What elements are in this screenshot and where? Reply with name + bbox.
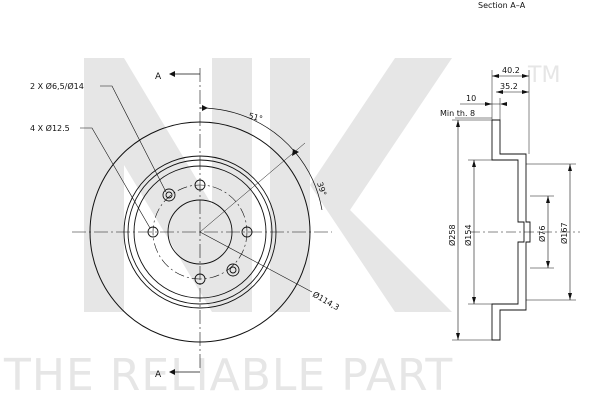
front-view (72, 68, 332, 375)
callout-holes-inner: 4 X Ø12.5 (30, 123, 70, 133)
screw-hole-1 (165, 191, 173, 199)
dim-label-outer-diameter: Ø258 (447, 224, 457, 246)
leader-pcd (199, 231, 313, 293)
dim-label-center-bore: Ø76 (537, 226, 547, 242)
section-view (452, 70, 580, 341)
dim-label-hub-diameter: Ø167 (559, 222, 569, 244)
pcd-label: Ø114,3 (311, 289, 341, 312)
screw-hole-2 (229, 266, 237, 274)
disc-outer-edge (89, 121, 311, 343)
angle-ray (199, 142, 306, 233)
screw-hole-counterbore-2 (226, 263, 240, 277)
hat-step (133, 165, 267, 299)
hat-outer (127, 159, 273, 305)
dim-label-disc-thickness: 10 (466, 94, 476, 103)
bolt-hole-right (241, 226, 253, 238)
friction-ring-inner (123, 155, 277, 309)
trademark-mark: TM (527, 63, 560, 88)
angle-arc-51 (199, 107, 296, 153)
angle-label-39: 39° (315, 181, 328, 197)
bolt-hole-top (194, 179, 206, 191)
min-thickness-label: Min th. 8 (440, 109, 475, 118)
dim-label-hat-diameter: Ø154 (463, 224, 473, 246)
angle-arc-39 (294, 151, 323, 211)
nk-watermark: TM THE RELIABLE PART (3, 58, 560, 400)
disc-section-profile (491, 119, 531, 341)
watermark-tagline: THE RELIABLE PART (3, 350, 453, 400)
bolt-hole-left (147, 226, 159, 238)
section-arrow-bottom-head (169, 369, 175, 375)
screw-hole-counterbore-1 (162, 188, 176, 202)
section-title: Section A–A (478, 1, 526, 10)
section-arrow-top-head (169, 71, 175, 77)
section-label-top: A (155, 72, 162, 82)
dim-arrowheads (456, 74, 572, 340)
leader-holes-inner (80, 127, 151, 229)
callout-holes-outer: 2 X Ø6,5/Ø14 (30, 81, 84, 91)
angle-arrow-1 (202, 105, 208, 111)
dim-label-total-width: 40.2 (502, 66, 520, 75)
leader-holes-outer (100, 85, 167, 193)
nk-logo (84, 58, 452, 312)
center-bore (167, 199, 233, 265)
bolt-hole-bottom (194, 273, 206, 285)
angle-label-51: 51° (247, 111, 263, 123)
bolt-circle (152, 184, 248, 280)
section-label-bottom: A (155, 370, 162, 380)
angle-arrow-2 (292, 149, 299, 156)
dim-label-hub-width: 35.2 (500, 82, 518, 91)
